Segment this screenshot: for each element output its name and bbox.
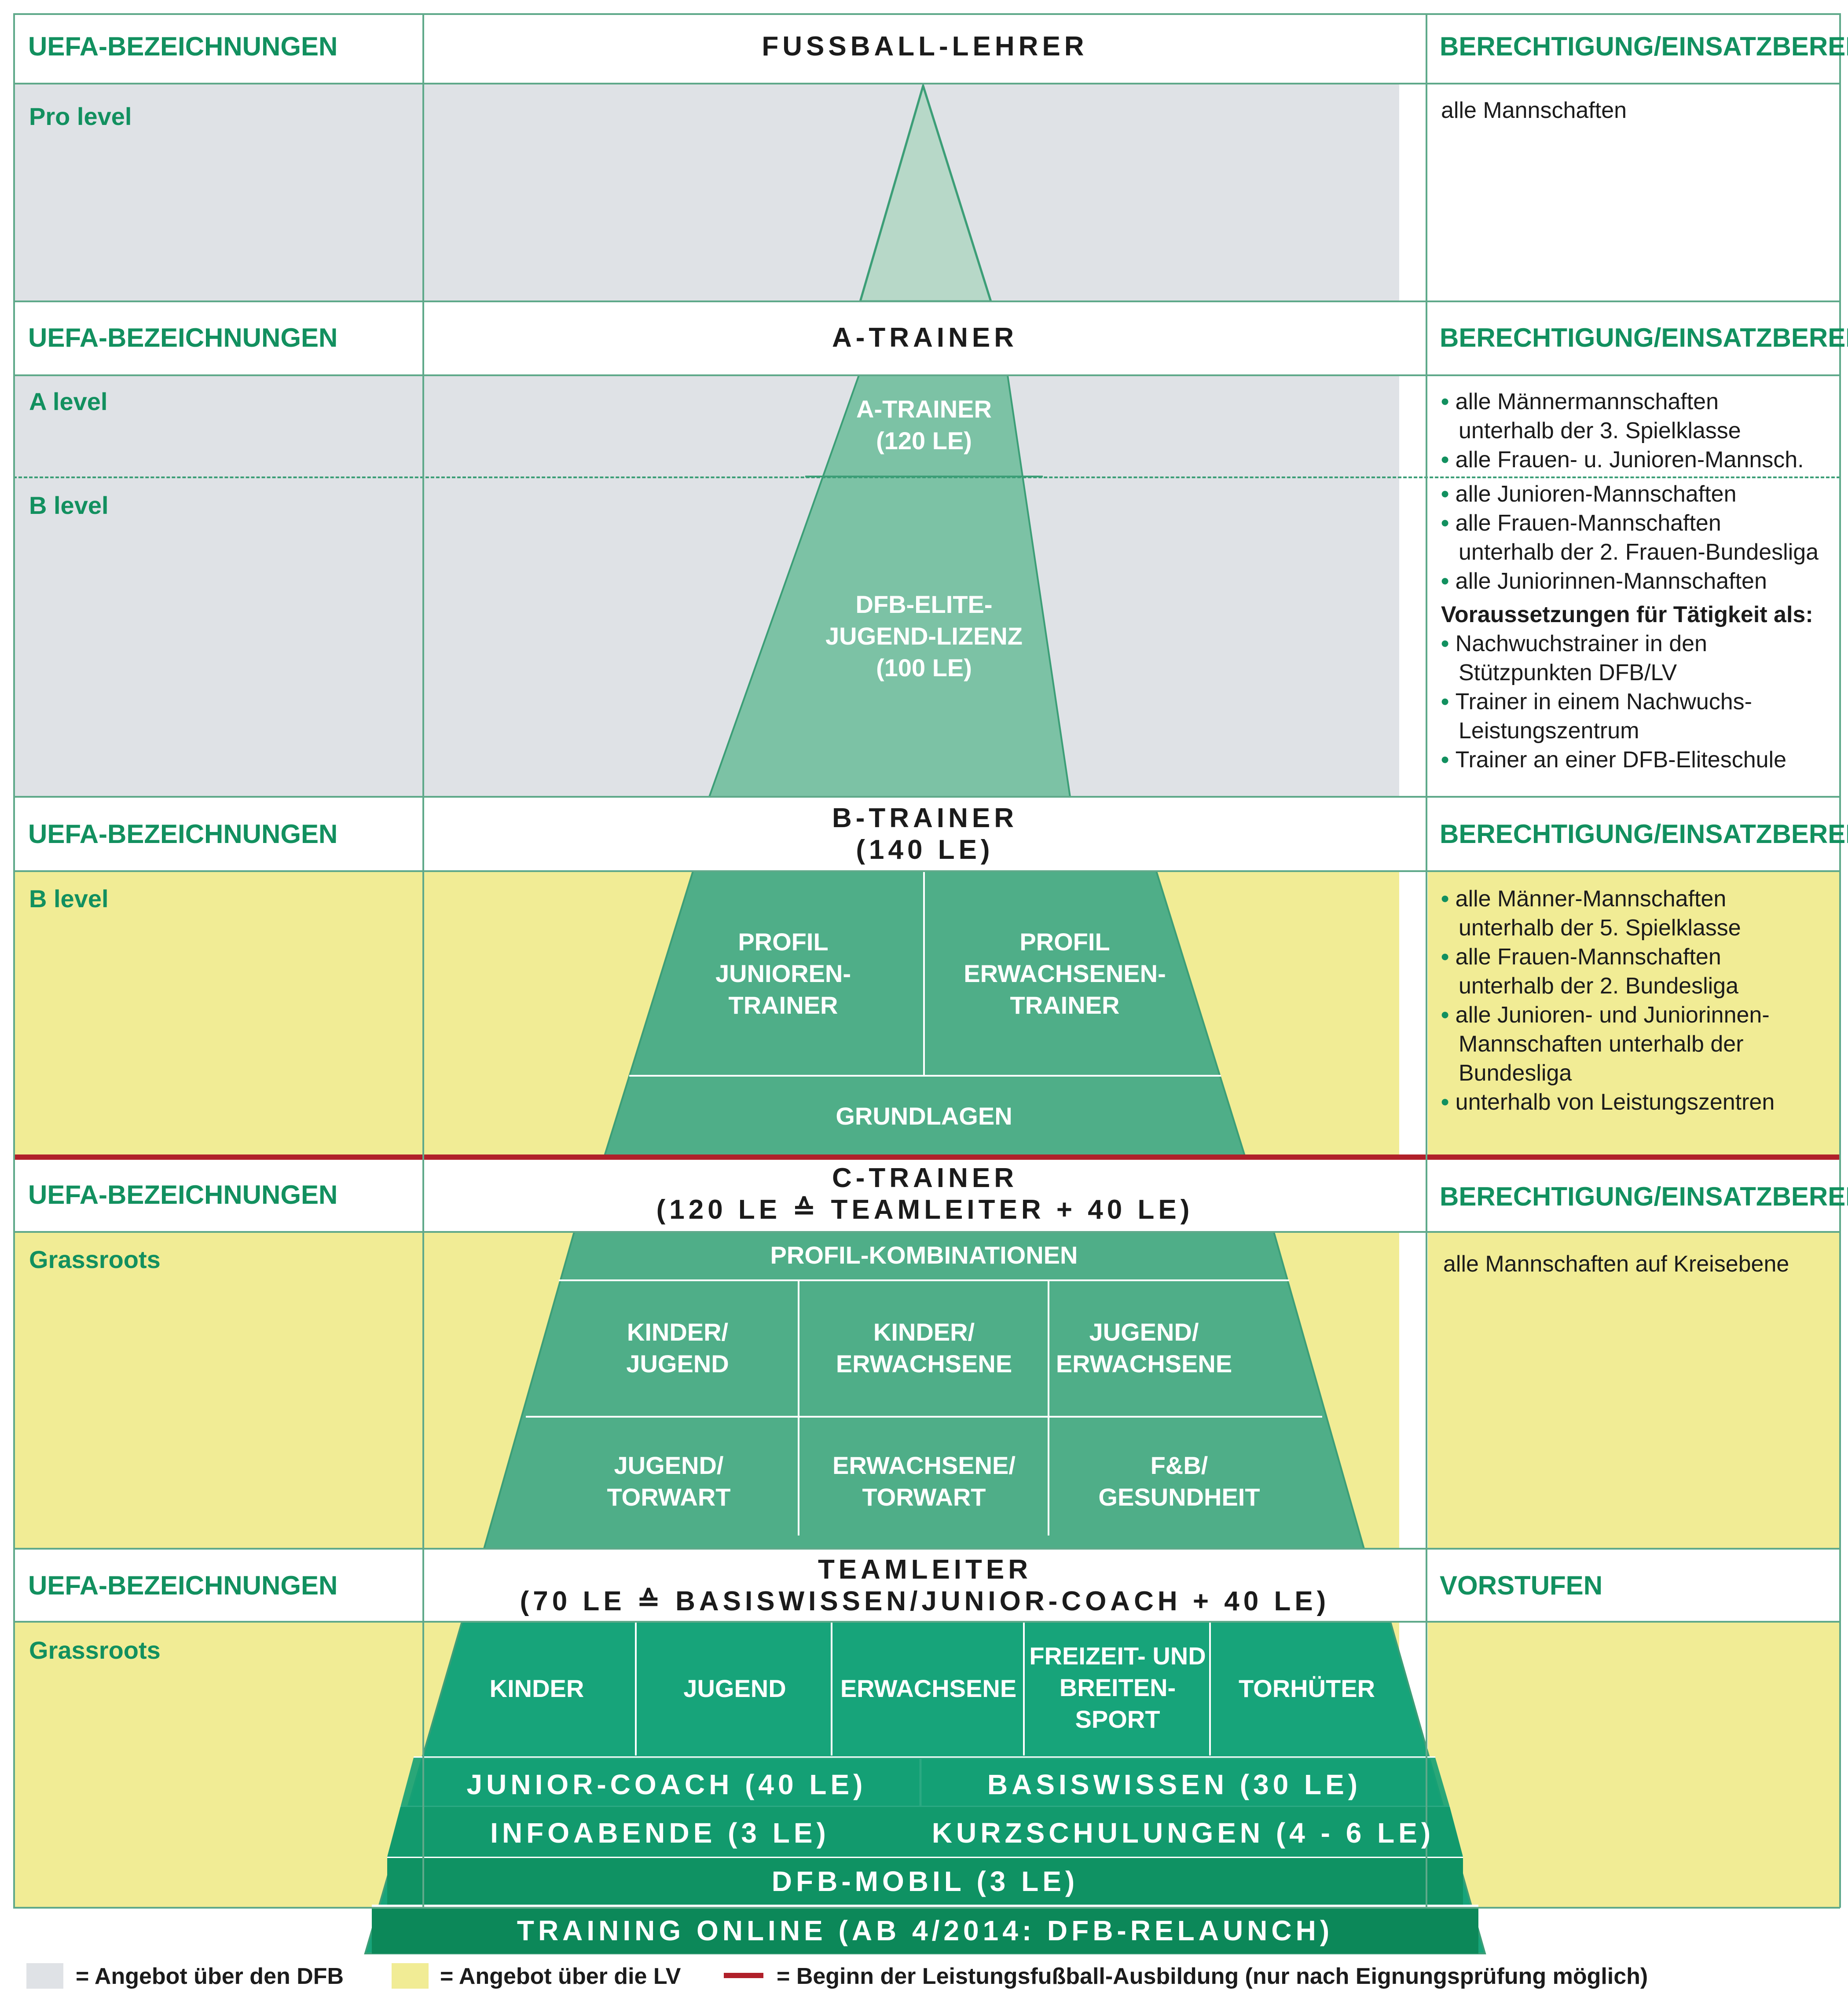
rights-c-trainer: alle Mannschaften auf Kreisebene xyxy=(1443,1251,1789,1277)
header-row-4 xyxy=(13,1157,1840,1232)
pyr-elite: DFB-ELITE-JUGEND-LIZENZ(100 LE) xyxy=(825,590,1023,682)
dashed-level-divider xyxy=(13,476,1840,478)
rights-b-level: • alle Junioren-Mannschaften • alle Frau… xyxy=(1441,481,1819,773)
title-b-trainer-le: (140 LE) xyxy=(856,835,994,865)
level-grassroots-2: Grassroots xyxy=(29,1636,161,1664)
legend-red-swatch xyxy=(724,1973,763,1978)
uefa-heading-5: UEFA-BEZEICHNUNGEN xyxy=(28,1571,338,1600)
pyr-tl-kinder: KINDER xyxy=(489,1675,584,1702)
legend-red: = Beginn der Leistungsfußball-Ausbildung… xyxy=(777,1964,1648,1989)
rights-heading-5: VORSTUFEN xyxy=(1440,1571,1603,1600)
title-teamleiter-le: (70 LE ≙ BASISWISSEN/JUNIOR-COACH + 40 L… xyxy=(520,1586,1330,1616)
title-teamleiter: TEAMLEITER xyxy=(818,1554,1032,1585)
pyr-tl-torhueter: TORHÜTER xyxy=(1238,1675,1375,1702)
pyr-tl-erwachsene: ERWACHSENE xyxy=(840,1675,1017,1702)
rights-heading-3: BERECHTIGUNG/EINSATZBEREICH xyxy=(1440,819,1848,849)
pyr-combo-4: JUGEND/TORWART xyxy=(607,1451,731,1511)
pyr-dfb-mobil: DFB-MOBIL (3 LE) xyxy=(771,1865,1079,1897)
legend-yellow-swatch xyxy=(392,1963,429,1989)
rights-pro: alle Mannschaften xyxy=(1441,98,1627,123)
rights-b-trainer: • alle Männer-Mannschaften unterhalb der… xyxy=(1441,886,1775,1115)
uefa-heading-1: UEFA-BEZEICHNUNGEN xyxy=(28,32,338,61)
rights-heading-4: BERECHTIGUNG/EINSATZBEREICH xyxy=(1440,1182,1848,1211)
header-row-2 xyxy=(13,301,1840,375)
pyr-combo-5: ERWACHSENE/TORWART xyxy=(832,1451,1016,1511)
pyr-kurzschulungen: KURZSCHULUNGEN (4 - 6 LE) xyxy=(931,1817,1435,1849)
pyramid-tip xyxy=(858,82,993,303)
title-fussball-lehrer: FUSSBALL-LEHRER xyxy=(762,31,1088,62)
level-pro: Pro level xyxy=(29,103,132,130)
pyr-tl-jugend: JUGEND xyxy=(683,1675,786,1702)
legend-grey-swatch xyxy=(26,1963,63,1989)
uefa-heading-4: UEFA-BEZEICHNUNGEN xyxy=(28,1180,338,1209)
pyr-combo-2: KINDER/ERWACHSENE xyxy=(836,1318,1012,1378)
level-b-2: B level xyxy=(29,885,109,913)
header-row-3 xyxy=(13,797,1840,871)
uefa-heading-2: UEFA-BEZEICHNUNGEN xyxy=(28,323,338,352)
yellow-zone-right-tl xyxy=(1428,1622,1840,1908)
title-c-trainer: C-TRAINER xyxy=(832,1163,1018,1193)
pyr-combo-3: JUGEND/ERWACHSENE xyxy=(1056,1318,1232,1378)
title-c-trainer-le: (120 LE ≙ TEAMLEITER + 40 LE) xyxy=(656,1195,1194,1225)
pyr-training-online: TRAINING ONLINE (AB 4/2014: DFB-RELAUNCH… xyxy=(517,1915,1334,1946)
rights-a-level: • alle Männermannschaften unterhalb der … xyxy=(1441,389,1804,473)
uefa-heading-3: UEFA-BEZEICHNUNGEN xyxy=(28,819,338,849)
pyr-a-trainer: A-TRAINER(120 LE) xyxy=(856,395,992,454)
rights-heading-2: BERECHTIGUNG/EINSATZBEREICH xyxy=(1440,323,1848,352)
header-row-1 xyxy=(13,13,1840,84)
grey-zone-a xyxy=(13,375,1399,797)
red-start-line xyxy=(13,1154,1840,1160)
yellow-zone-right-c xyxy=(1428,1232,1840,1549)
level-a: A level xyxy=(29,388,108,415)
pyr-infoabende: INFOABENDE (3 LE) xyxy=(490,1817,830,1849)
pyr-junior-coach: JUNIOR-COACH (40 LE) xyxy=(466,1769,867,1800)
pyr-combo-6: F&B/GESUNDHEIT xyxy=(1098,1451,1260,1511)
pyr-basiswissen: BASISWISSEN (30 LE) xyxy=(987,1769,1362,1800)
legend-lv: = Angebot über die LV xyxy=(440,1964,681,1989)
level-grassroots: Grassroots xyxy=(29,1246,161,1273)
pyr-profil-kombinationen: PROFIL-KOMBINATIONEN xyxy=(770,1241,1078,1269)
yellow-zone-right-b xyxy=(1428,871,1840,1157)
pyr-combo-1: KINDER/JUGEND xyxy=(626,1318,729,1378)
title-b-trainer: B-TRAINER xyxy=(832,803,1018,833)
rights-heading-1: BERECHTIGUNG/EINSATZBEREICH xyxy=(1440,32,1848,61)
pyr-grundlagen: GRUNDLAGEN xyxy=(836,1102,1012,1130)
legend-dfb: = Angebot über den DFB xyxy=(76,1964,344,1989)
header-row-5 xyxy=(13,1549,1840,1622)
pyramid-lower-band xyxy=(400,1758,1450,1807)
title-a-trainer: A-TRAINER xyxy=(832,323,1018,353)
level-b: B level xyxy=(29,491,109,519)
grey-zone-pro xyxy=(13,84,1399,301)
